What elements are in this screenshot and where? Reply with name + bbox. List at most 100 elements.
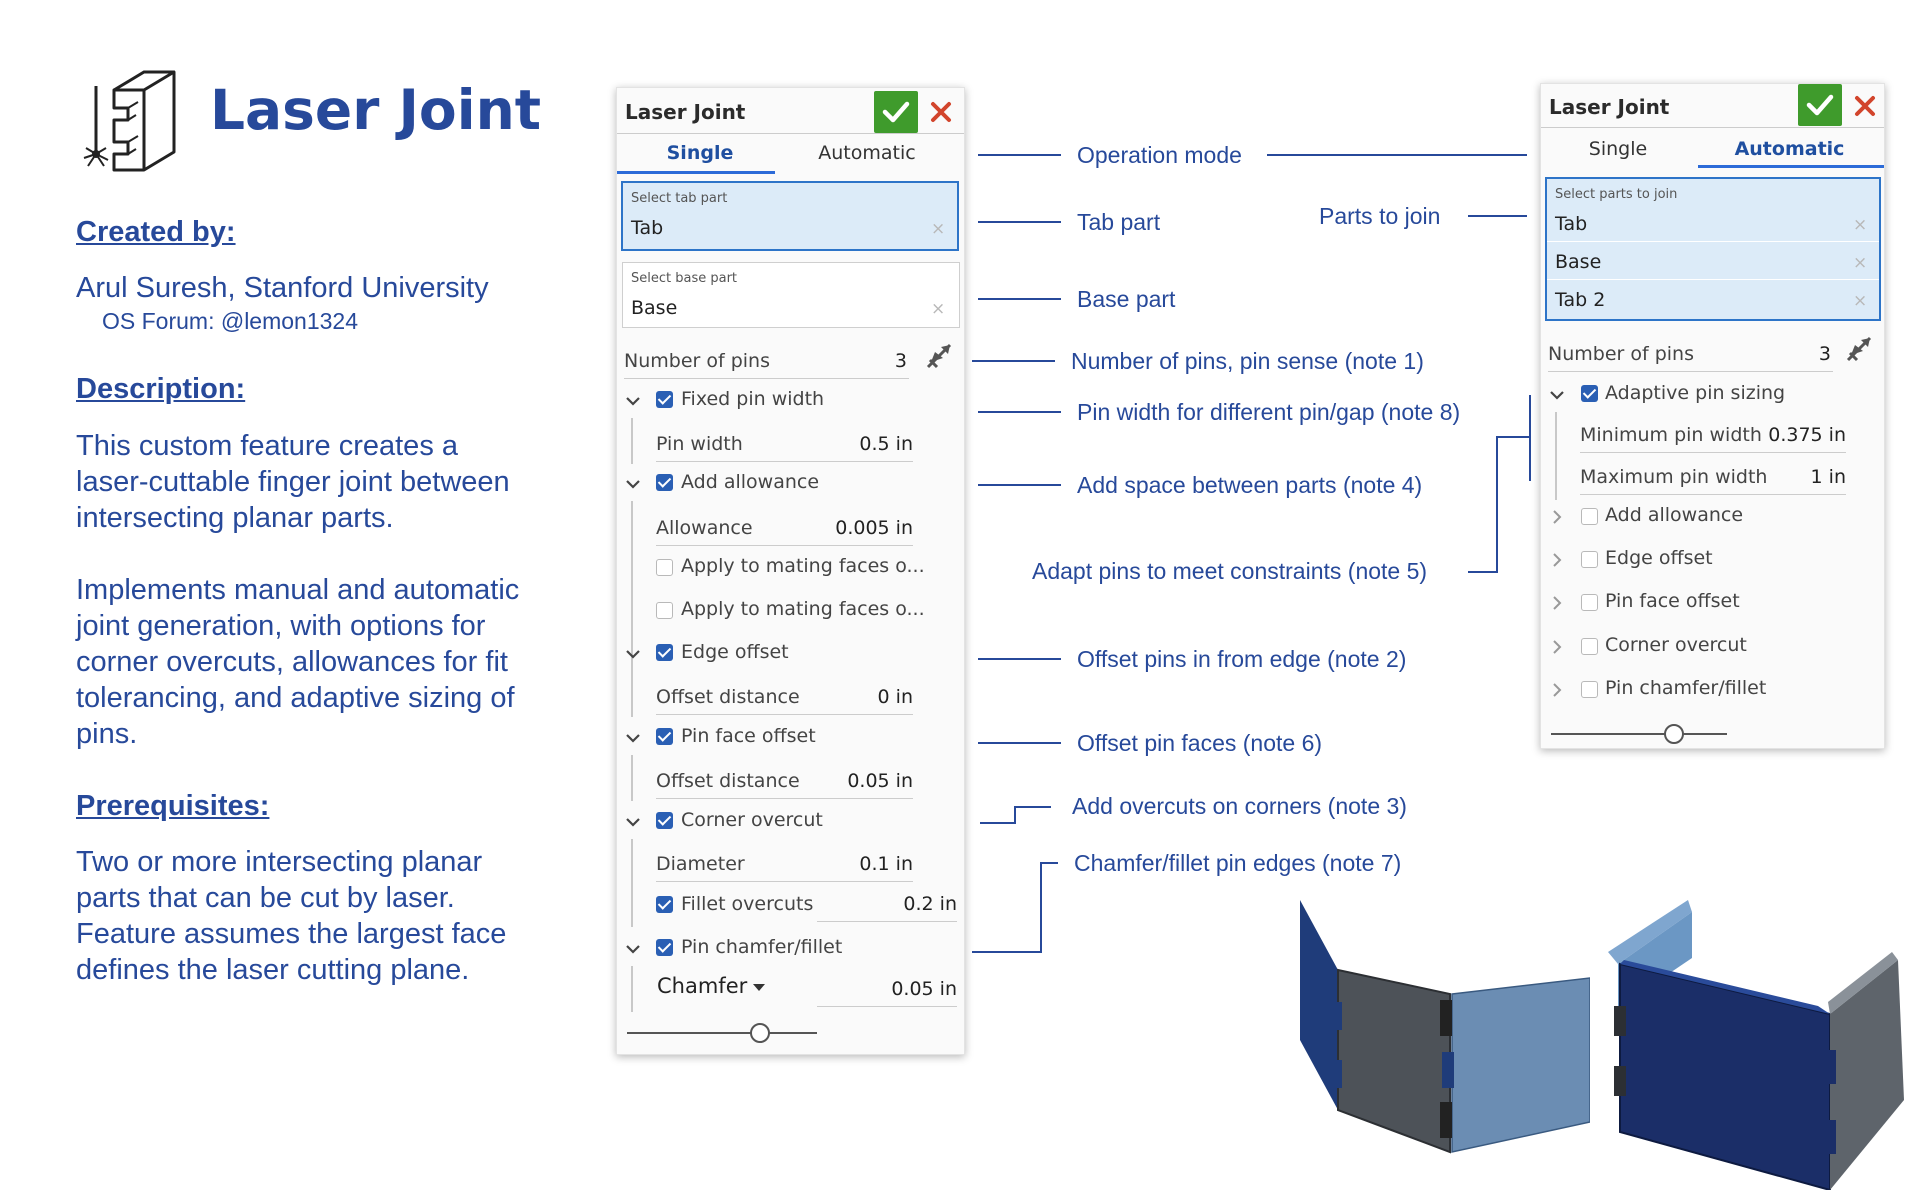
pin-chamfer-chevron-down-icon[interactable] <box>624 940 642 958</box>
apply-mating-faces-checkbox-2[interactable] <box>656 602 673 619</box>
offset-distance-label-2: Offset distance <box>656 770 800 792</box>
add-allowance-label: Add allowance <box>681 471 820 493</box>
auto-flip-pin-sense-icon[interactable] <box>1845 333 1875 363</box>
offset-distance-value-1[interactable]: 0 in <box>877 686 913 708</box>
remove-part-1-icon[interactable]: × <box>1853 215 1868 235</box>
edge-offset-chevron-down-icon[interactable] <box>624 645 642 663</box>
clear-base-part-icon[interactable]: × <box>931 299 946 319</box>
adaptive-pin-sizing-checkbox[interactable] <box>1581 385 1598 402</box>
offset-distance-value-2[interactable]: 0.05 in <box>847 770 913 792</box>
tab-part-caption: Select tab part <box>631 191 728 206</box>
auto-corner-overcut-label: Corner overcut <box>1605 634 1747 656</box>
pin-chamfer-label: Pin chamfer/fillet <box>681 936 843 958</box>
minimum-pin-width-label: Minimum pin width <box>1580 424 1762 446</box>
automatic-mode-dialog: Laser Joint Single Automatic Select part… <box>1540 83 1885 749</box>
fillet-overcuts-label: Fillet overcuts <box>681 893 814 915</box>
pin-face-offset-label: Pin face offset <box>681 725 816 747</box>
finger-joint-render-left <box>1290 890 1591 1160</box>
pin-face-offset-chevron-down-icon[interactable] <box>624 729 642 747</box>
annotation-parts-to-join: Parts to join <box>1319 203 1441 229</box>
clear-tab-part-icon[interactable]: × <box>931 219 946 239</box>
single-mode-dialog: Laser Joint Single Automatic Select tab … <box>616 87 965 1055</box>
allowance-value[interactable]: 0.005 in <box>835 517 913 539</box>
fixed-pin-width-checkbox[interactable] <box>656 391 673 408</box>
diameter-value[interactable]: 0.1 in <box>859 853 913 875</box>
fixed-pin-width-chevron-down-icon[interactable] <box>624 392 642 410</box>
edge-offset-checkbox[interactable] <box>656 644 673 661</box>
auto-add-allowance-checkbox[interactable] <box>1581 508 1598 525</box>
base-part-value: Base <box>631 297 678 319</box>
pin-face-offset-chevron-right-icon[interactable] <box>1548 594 1566 612</box>
base-part-selection-box[interactable]: Select base part Base × <box>622 262 960 328</box>
auto-preview-slider-knob[interactable] <box>1664 724 1685 744</box>
auto-cancel-close-button[interactable] <box>1851 92 1879 120</box>
auto-pin-chamfer-checkbox[interactable] <box>1581 681 1598 698</box>
maximum-pin-width-value[interactable]: 1 in <box>1810 466 1846 488</box>
fixed-pin-width-label: Fixed pin width <box>681 388 825 410</box>
parts-to-join-selection-box[interactable]: Select parts to join Tab × Base × Tab 2 … <box>1545 177 1881 321</box>
cancel-close-button[interactable] <box>927 98 955 126</box>
flip-pin-sense-icon[interactable] <box>925 340 955 370</box>
auto-tab-automatic[interactable]: Automatic <box>1734 138 1845 160</box>
pin-chamfer-checkbox[interactable] <box>656 939 673 956</box>
confirm-check-button[interactable] <box>874 91 918 133</box>
annotation-chamfer: Chamfer/fillet pin edges (note 7) <box>1074 850 1402 876</box>
annotation-operation-mode: Operation mode <box>1077 142 1242 168</box>
fillet-overcuts-checkbox[interactable] <box>656 896 673 913</box>
remove-part-2-icon[interactable]: × <box>1853 253 1868 273</box>
number-of-pins-value[interactable]: 3 <box>894 350 907 372</box>
auto-confirm-check-button[interactable] <box>1798 84 1842 126</box>
corner-overcut-chevron-down-icon[interactable] <box>624 813 642 831</box>
minimum-pin-width-value[interactable]: 0.375 in <box>1768 424 1846 446</box>
auto-pin-face-offset-checkbox[interactable] <box>1581 594 1598 611</box>
prerequisites-text: Two or more intersecting planar parts th… <box>76 846 507 986</box>
tab-automatic[interactable]: Automatic <box>818 142 916 164</box>
prerequisites-heading: Prerequisites: <box>76 790 270 822</box>
auto-preview-slider-track[interactable] <box>1551 733 1727 735</box>
auto-pin-face-offset-label: Pin face offset <box>1605 590 1740 612</box>
dropdown-caret-icon <box>753 984 765 991</box>
annotation-add-space: Add space between parts (note 4) <box>1077 472 1423 498</box>
number-of-pins-label: Number of pins <box>624 350 770 372</box>
annotation-number-of-pins: Number of pins, pin sense (note 1) <box>1071 348 1424 374</box>
auto-corner-overcut-checkbox[interactable] <box>1581 638 1598 655</box>
corner-overcut-chevron-right-icon[interactable] <box>1548 638 1566 656</box>
part-item-2[interactable]: Base <box>1555 251 1602 273</box>
base-part-caption: Select base part <box>631 271 738 286</box>
allowance-label: Allowance <box>656 517 753 539</box>
pin-chamfer-chevron-right-icon[interactable] <box>1548 681 1566 699</box>
part-item-3[interactable]: Tab 2 <box>1555 289 1606 311</box>
corner-overcut-checkbox[interactable] <box>656 812 673 829</box>
remove-part-3-icon[interactable]: × <box>1853 291 1868 311</box>
fillet-overcuts-value[interactable]: 0.2 in <box>903 893 957 915</box>
add-allowance-checkbox[interactable] <box>656 474 673 491</box>
adaptive-pin-sizing-label: Adaptive pin sizing <box>1605 382 1786 404</box>
pin-width-value[interactable]: 0.5 in <box>859 433 913 455</box>
description-paragraph-2: Implements manual and automatic joint ge… <box>76 574 520 750</box>
auto-add-allowance-label: Add allowance <box>1605 504 1744 526</box>
auto-edge-offset-checkbox[interactable] <box>1581 551 1598 568</box>
preview-slider-track[interactable] <box>627 1032 817 1034</box>
dialog-title: Laser Joint <box>625 100 746 124</box>
pin-face-offset-checkbox[interactable] <box>656 728 673 745</box>
annotation-overcuts: Add overcuts on corners (note 3) <box>1072 793 1407 819</box>
tab-single[interactable]: Single <box>666 142 734 164</box>
auto-pin-chamfer-label: Pin chamfer/fillet <box>1605 677 1767 699</box>
apply-mating-faces-checkbox-1[interactable] <box>656 559 673 576</box>
auto-tab-single[interactable]: Single <box>1588 138 1648 160</box>
finger-joint-render-right <box>1608 888 1908 1192</box>
annotation-adapt-pins: Adapt pins to meet constraints (note 5) <box>1032 558 1428 584</box>
adaptive-chevron-down-icon[interactable] <box>1548 386 1566 404</box>
edge-offset-chevron-right-icon[interactable] <box>1548 551 1566 569</box>
auto-number-of-pins-value[interactable]: 3 <box>1818 343 1831 365</box>
chamfer-type-dropdown[interactable]: Chamfer <box>657 974 765 998</box>
parts-caption: Select parts to join <box>1555 187 1678 202</box>
chamfer-value[interactable]: 0.05 in <box>891 978 957 1000</box>
add-allowance-chevron-down-icon[interactable] <box>624 475 642 493</box>
description-heading: Description: <box>76 373 246 405</box>
tab-part-selection-box[interactable]: Select tab part Tab × <box>621 181 959 251</box>
part-item-1[interactable]: Tab <box>1555 213 1588 235</box>
apply-mating-faces-label-2: Apply to mating faces o... <box>681 598 925 620</box>
add-allowance-chevron-right-icon[interactable] <box>1548 508 1566 526</box>
preview-slider-knob[interactable] <box>750 1023 770 1043</box>
